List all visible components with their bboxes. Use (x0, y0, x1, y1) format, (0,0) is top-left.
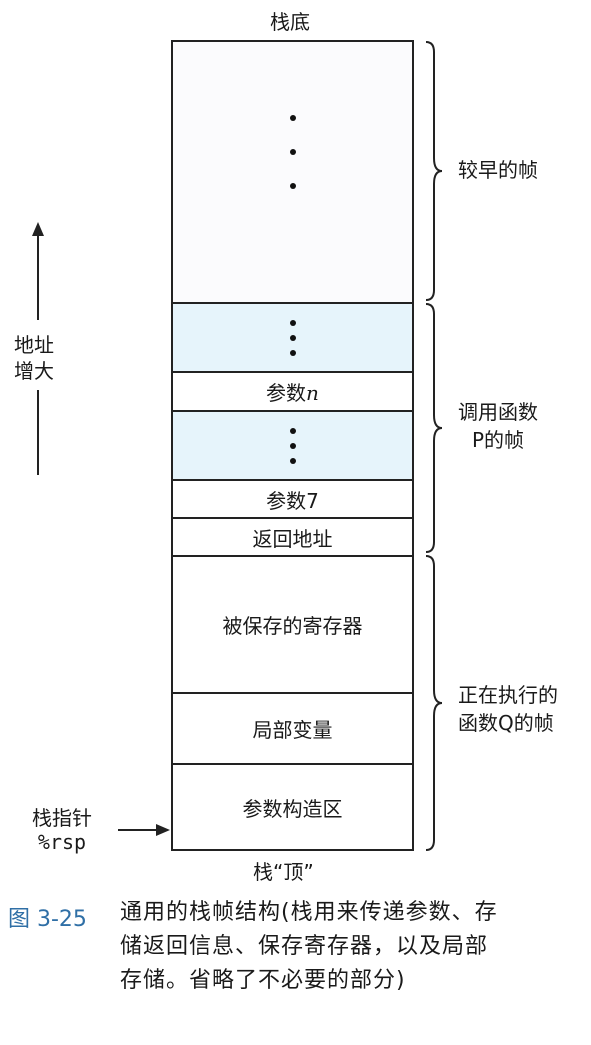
caller-frame-ellipsis-block-2 (173, 410, 412, 479)
stack-diagram: 参数n 参数7 返回地址 被保存的寄存器 局部变量 参数构造区 (171, 40, 414, 851)
argument-build-area-cell: 参数构造区 (173, 763, 412, 849)
arg-n-variable: n (306, 381, 319, 405)
figure-number: 图 3-25 (8, 907, 87, 932)
local-variables-label: 局部变量 (252, 718, 333, 742)
return-address-label: 返回地址 (252, 526, 333, 551)
return-address-cell: 返回地址 (173, 517, 412, 555)
earlier-frames-label: 较早的帧 (458, 158, 538, 182)
stack-pointer-register: %rsp (37, 830, 87, 854)
caller-frame-ellipsis-block-1 (173, 302, 412, 371)
address-growth-label: 地址 增大 (14, 332, 54, 384)
local-variables-cell: 局部变量 (173, 692, 412, 763)
address-growth-arrow-icon (32, 222, 44, 475)
arg-7-cell: 参数7 (173, 479, 412, 517)
figure-caption: 通用的栈帧结构(栈用来传递参数、存 储返回信息、保存寄存器，以及局部 存储。省略… (120, 896, 585, 998)
current-frame-brace-icon (425, 555, 443, 851)
stack-bottom-label: 栈底 (270, 10, 310, 34)
caption-line-1: 通用的栈帧结构(栈用来传递参数、存 (120, 900, 498, 925)
current-frame-line2: 函数Q的帧 (458, 711, 554, 735)
stack-pointer-line1: 栈指针 (32, 806, 92, 830)
arg-n-cell: 参数n (173, 371, 412, 410)
saved-registers-label: 被保存的寄存器 (222, 614, 363, 638)
stack-top-label: 栈“顶” (253, 860, 314, 884)
address-growth-line2: 增大 (14, 359, 54, 383)
caller-frame-label: 调用函数 P的帧 (458, 398, 538, 454)
current-frame-label: 正在执行的 函数Q的帧 (458, 681, 558, 737)
earlier-frames-ellipsis (289, 115, 296, 189)
stack-pointer-label: 栈指针 %rsp (32, 806, 92, 854)
current-frame-line1: 正在执行的 (458, 683, 558, 707)
caller-frame-brace-icon (425, 303, 443, 553)
caller-frame-line1: 调用函数 (458, 400, 538, 424)
argument-build-area-label: 参数构造区 (242, 796, 343, 821)
caller-ellipsis-icon-1 (289, 319, 296, 356)
address-growth-line1: 地址 (14, 333, 54, 357)
arg-7-label: 参数7 (266, 488, 319, 513)
caller-ellipsis-icon-2 (289, 427, 296, 464)
earlier-frames-block (173, 42, 412, 302)
caption-line-3: 存储。省略了不必要的部分) (120, 968, 406, 993)
caption-line-2: 储返回信息、保存寄存器，以及局部 (120, 934, 489, 959)
arg-n-prefix: 参数 (266, 381, 307, 405)
saved-registers-cell: 被保存的寄存器 (173, 555, 412, 692)
earlier-frames-brace-icon (425, 41, 443, 301)
caller-frame-line2: P的帧 (471, 428, 525, 452)
stack-pointer-arrow-icon (118, 824, 170, 836)
